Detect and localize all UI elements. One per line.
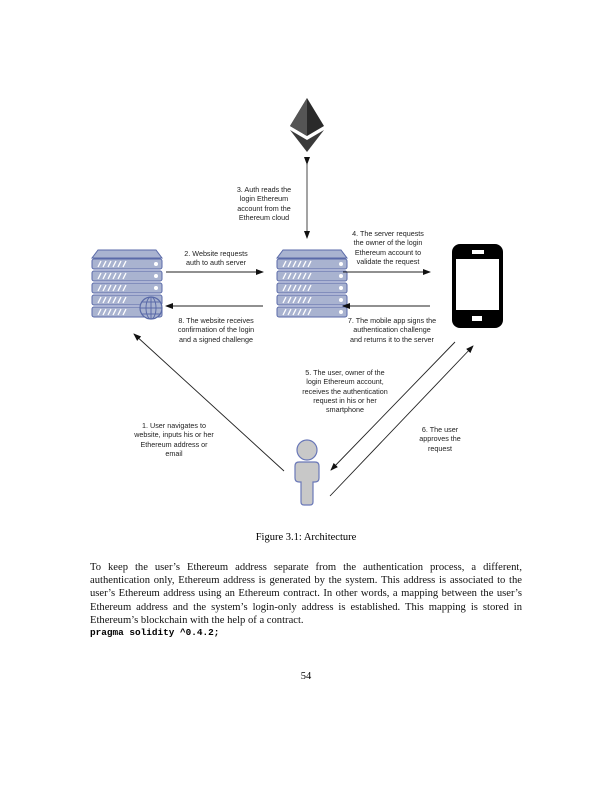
user-icon (294, 439, 320, 506)
globe-icon (139, 296, 163, 320)
arrow-step6 (329, 345, 474, 497)
arrow-step1 (133, 333, 285, 472)
arrow-step5 (330, 341, 456, 471)
label-step4: 4. The server requests the owner of the … (352, 229, 424, 266)
label-step6: 6. The user approves the request (419, 425, 461, 453)
label-step1: 1. User navigates to website, inputs his… (134, 421, 214, 458)
body-paragraph: To keep the user’s Ethereum address sepa… (90, 562, 522, 626)
label-step5: 5. The user, owner of the login Ethereum… (302, 368, 388, 415)
figure-caption: Figure 3.1: Architecture (255, 532, 357, 543)
auth-server-icon (276, 249, 348, 318)
label-step3: 3. Auth reads the login Ethereum account… (236, 185, 292, 222)
label-step8: 8. The website receives confirmation of … (177, 316, 255, 344)
label-step7: 7. The mobile app signs the authenticati… (347, 316, 437, 344)
ethereum-logo-icon (290, 98, 324, 152)
label-step2: 2. Website requests auth to auth server (184, 249, 248, 268)
code-line: pragma solidity ^0.4.2; (90, 627, 220, 638)
page-number: 54 (300, 671, 312, 682)
smartphone-icon (452, 244, 503, 328)
